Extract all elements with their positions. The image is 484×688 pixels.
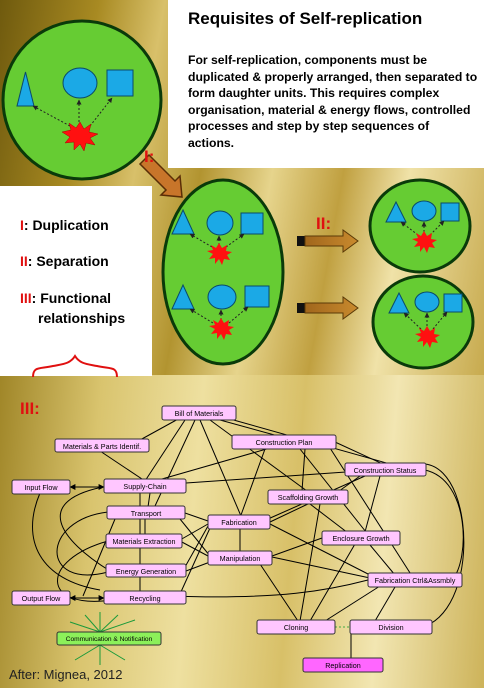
svg-text:Transport: Transport bbox=[131, 509, 162, 518]
communication-rays bbox=[69, 612, 136, 665]
legend-label: : Separation bbox=[27, 253, 109, 269]
credit-text: After: Mignea, 2012 bbox=[9, 667, 123, 682]
svg-text:Replication: Replication bbox=[325, 661, 361, 670]
svg-text:Communication & Notification: Communication & Notification bbox=[66, 636, 153, 643]
svg-text:Input Flow: Input Flow bbox=[24, 483, 58, 492]
title-panel bbox=[168, 0, 484, 168]
square-shape bbox=[106, 69, 134, 97]
daughter-cell-upper bbox=[368, 178, 472, 274]
svg-text:Construction Plan: Construction Plan bbox=[256, 438, 313, 447]
svg-text:Recycling: Recycling bbox=[129, 594, 160, 603]
separation-arrow-upper bbox=[297, 229, 359, 253]
page-title: Requisites of Self-replication bbox=[188, 9, 423, 28]
node-replication: Replication bbox=[302, 657, 384, 673]
curly-brace-icon bbox=[32, 354, 118, 378]
node-materials-extraction: Materials Extraction bbox=[105, 533, 183, 549]
energy-burst-icon bbox=[412, 231, 437, 253]
node-communication: Communication & Notification bbox=[56, 631, 162, 646]
node-output-flow: Output Flow bbox=[11, 590, 71, 606]
node-cloning: Cloning bbox=[256, 619, 336, 635]
node-manipulation: Manipulation bbox=[207, 550, 273, 566]
svg-text:Fabrication Ctrl&Assmbly: Fabrication Ctrl&Assmbly bbox=[375, 576, 456, 585]
node-enclosure-growth: Enclosure Growth bbox=[321, 530, 401, 546]
svg-text:Scaffolding Growth: Scaffolding Growth bbox=[278, 493, 339, 502]
svg-text:Bill of Materials: Bill of Materials bbox=[175, 409, 224, 418]
network-edges bbox=[32, 417, 465, 629]
triangle-shape bbox=[16, 71, 35, 107]
svg-text:Construction Status: Construction Status bbox=[354, 466, 417, 475]
legend-separation: II: Separation bbox=[20, 253, 109, 269]
svg-text:Manipulation: Manipulation bbox=[220, 554, 261, 563]
node-supply-chain: Supply-Chain bbox=[103, 478, 187, 494]
energy-burst-icon bbox=[415, 326, 440, 348]
svg-text:Division: Division bbox=[378, 623, 403, 632]
duplicated-cell bbox=[161, 178, 285, 366]
svg-text:Supply-Chain: Supply-Chain bbox=[123, 482, 166, 491]
node-scaffolding-growth: Scaffolding Growth bbox=[267, 489, 349, 505]
parent-cell bbox=[1, 19, 163, 181]
duplication-arrow bbox=[138, 153, 183, 198]
svg-text:Output Flow: Output Flow bbox=[22, 594, 62, 603]
energy-burst-icon bbox=[209, 318, 234, 340]
node-fabrication: Fabrication bbox=[207, 514, 271, 530]
daughter-cell-lower bbox=[371, 274, 475, 370]
svg-text:Materials & Parts Identif.: Materials & Parts Identif. bbox=[63, 442, 141, 451]
node-division: Division bbox=[349, 619, 433, 635]
node-recycling: Recycling bbox=[103, 590, 187, 605]
step-label-iii: III: bbox=[20, 399, 40, 418]
node-construction-status: Construction Status bbox=[344, 462, 427, 477]
node-transport: Transport bbox=[106, 505, 186, 520]
energy-burst-icon bbox=[207, 243, 232, 265]
legend-duplication: I: Duplication bbox=[20, 217, 109, 233]
legend-numeral: III bbox=[20, 290, 32, 306]
node-construction-plan: Construction Plan bbox=[231, 434, 337, 450]
legend-panel bbox=[0, 186, 152, 376]
legend-numeral: II bbox=[20, 253, 28, 269]
node-input-flow: Input Flow bbox=[11, 479, 71, 495]
legend-label: : Duplication bbox=[23, 217, 109, 233]
legend-label: : Functional bbox=[31, 290, 111, 306]
svg-text:Enclosure Growth: Enclosure Growth bbox=[332, 534, 389, 543]
node-fabrication-ctrl: Fabrication Ctrl&Assmbly bbox=[367, 572, 463, 588]
node-energy-generation: Energy Generation bbox=[105, 563, 187, 578]
node-materials-parts: Materials & Parts Identif. bbox=[54, 438, 150, 453]
step-label-ii: II: bbox=[316, 214, 331, 233]
legend-numeral: I bbox=[20, 217, 24, 233]
step-label-i: I: bbox=[144, 147, 154, 166]
node-bill-of-materials: Bill of Materials bbox=[161, 405, 237, 421]
legend-label: relationships bbox=[38, 310, 126, 326]
svg-text:Energy Generation: Energy Generation bbox=[116, 567, 176, 576]
description-text: For self-replication, components must be… bbox=[188, 53, 478, 150]
circle-shape bbox=[62, 67, 98, 99]
separation-arrow-lower bbox=[297, 296, 359, 320]
svg-text:Cloning: Cloning bbox=[284, 623, 308, 632]
legend-relationships: relationships bbox=[38, 310, 125, 326]
energy-burst-icon bbox=[61, 121, 99, 152]
svg-text:Fabrication: Fabrication bbox=[221, 518, 257, 527]
legend-functional: III: Functional bbox=[20, 290, 111, 306]
svg-text:Materials Extraction: Materials Extraction bbox=[112, 537, 175, 546]
